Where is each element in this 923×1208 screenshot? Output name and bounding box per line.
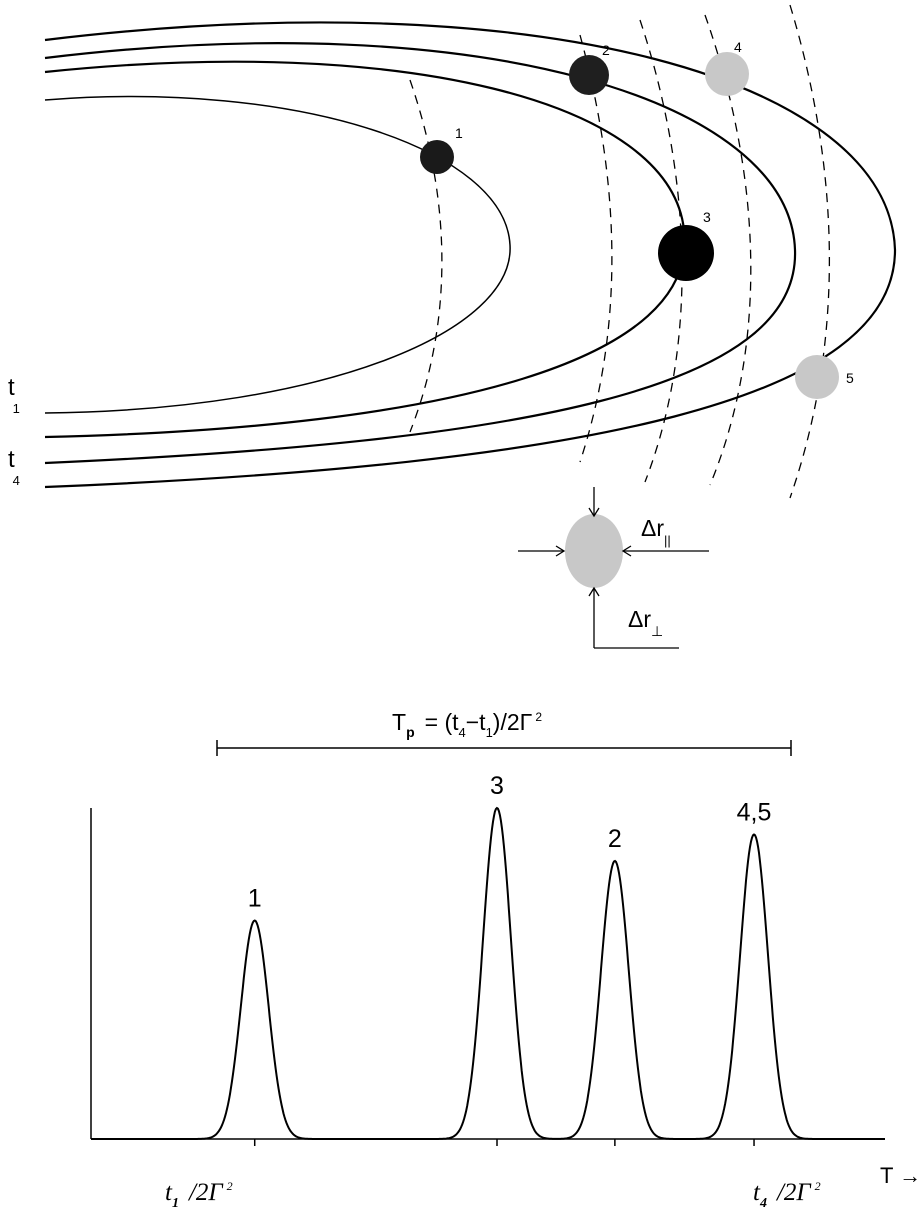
radial-line-1 — [409, 79, 443, 433]
blob-1: 1 — [420, 125, 463, 174]
peak-label-1: 1 — [248, 885, 262, 913]
delta-r-perp-label: Δr⊥ — [628, 606, 663, 639]
inset-blob — [565, 514, 623, 588]
svg-text:3: 3 — [703, 209, 711, 225]
blob-5: 5 — [795, 355, 854, 399]
blob-3: 3 — [658, 209, 714, 281]
peak-label-2: 3 — [490, 772, 504, 800]
shell-4 — [44, 21, 897, 489]
shell-2 — [44, 60, 686, 439]
peak-label-4: 4,5 — [737, 798, 772, 826]
svg-text:4: 4 — [734, 39, 742, 55]
radial-line-2 — [579, 34, 613, 463]
blob-4: 4 — [705, 39, 749, 96]
blob-2: 2 — [569, 42, 610, 95]
svg-text:5: 5 — [846, 370, 854, 386]
width-inset: Δr|| Δr⊥ — [518, 487, 709, 649]
light-curve-line — [91, 806, 885, 1140]
radial-line-5 — [789, 4, 831, 499]
svg-text:2: 2 — [602, 42, 610, 58]
shell-3 — [44, 42, 797, 465]
x-axis-label: T → — [880, 1163, 921, 1188]
peak-label-3: 2 — [608, 825, 622, 853]
radial-line-3 — [639, 19, 683, 483]
svg-text:1: 1 — [455, 125, 463, 141]
shell-1 — [44, 95, 511, 414]
delta-r-parallel-label: Δr|| — [641, 515, 671, 548]
